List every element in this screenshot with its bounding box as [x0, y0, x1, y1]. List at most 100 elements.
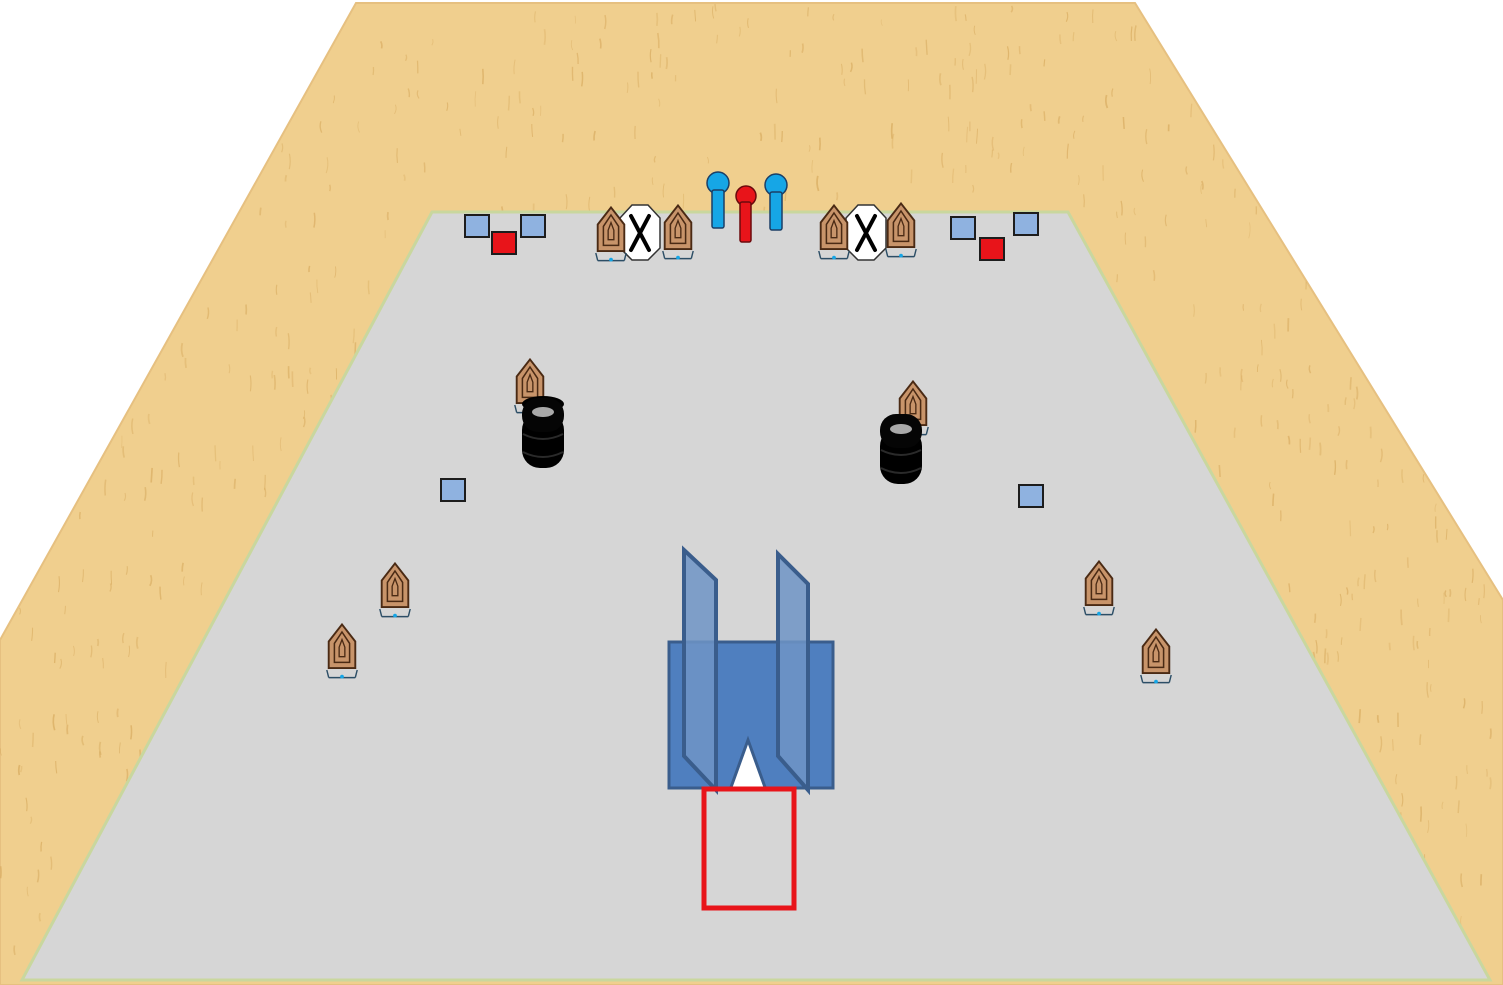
berm-texture-stroke: [1273, 494, 1274, 506]
berm-texture-stroke: [1044, 111, 1045, 121]
berm-texture-stroke: [1448, 609, 1449, 623]
berm-texture-stroke: [368, 281, 369, 295]
berm-texture-stroke: [1131, 27, 1132, 41]
berm-texture-stroke: [1010, 64, 1011, 75]
berm-texture-stroke: [837, 192, 838, 200]
berm-texture-stroke: [544, 29, 545, 45]
berm-texture-stroke: [1490, 729, 1491, 739]
berm-texture-stroke: [1195, 420, 1196, 433]
berm-texture-stroke: [862, 49, 863, 63]
steel-plate-blue-back-right-2[interactable]: [1014, 213, 1038, 235]
steel-plate-blue-back-left-2[interactable]: [521, 215, 545, 237]
berm-texture-stroke: [955, 6, 956, 21]
berm-texture-stroke: [131, 725, 132, 739]
barrel-stack-right[interactable]: [880, 414, 922, 484]
berm-texture-stroke: [1044, 59, 1045, 66]
berm-texture-stroke: [519, 91, 520, 103]
berm-texture-stroke: [1350, 521, 1351, 537]
berm-texture-stroke: [582, 72, 583, 87]
berm-texture-stroke: [111, 571, 112, 585]
berm-texture-stroke: [911, 170, 912, 184]
berm-texture-stroke: [1261, 415, 1262, 426]
no-shoot-target-right[interactable]: [846, 205, 886, 260]
berm-texture-stroke: [39, 913, 40, 921]
berm-texture-stroke: [285, 175, 286, 181]
berm-texture-stroke: [1456, 776, 1457, 789]
berm-texture-stroke: [1359, 709, 1360, 723]
berm-texture-stroke: [51, 857, 52, 870]
berm-texture-stroke: [33, 733, 34, 747]
berm-texture-stroke: [1421, 807, 1422, 822]
berm-texture-stroke: [137, 637, 138, 649]
berm-texture-stroke: [1350, 377, 1351, 390]
berm-texture-stroke: [760, 133, 761, 141]
no-shoot-target-left[interactable]: [620, 205, 660, 260]
berm-texture-stroke: [638, 72, 639, 88]
berm-texture-stroke: [892, 123, 893, 139]
berm-texture-stroke: [1393, 739, 1394, 751]
berm-texture-stroke: [1092, 9, 1093, 23]
berm-texture-stroke: [1413, 636, 1414, 650]
berm-texture-stroke: [276, 285, 277, 295]
berm-texture-stroke: [614, 187, 615, 198]
steel-plate-blue-mid-right[interactable]: [1019, 485, 1043, 507]
berm-texture-stroke: [1327, 653, 1328, 665]
berm-texture-stroke: [151, 468, 152, 483]
steel-plate-blue-mid-left[interactable]: [441, 479, 465, 501]
berm-texture-stroke: [1320, 443, 1321, 456]
berm-texture-stroke: [1358, 578, 1359, 587]
berm-texture-stroke: [916, 47, 917, 56]
berm-texture-stroke: [1479, 598, 1480, 605]
berm-texture-stroke: [1123, 117, 1124, 129]
berm-texture-stroke: [41, 842, 42, 852]
berm-texture-stroke: [330, 185, 331, 191]
berm-texture-stroke: [165, 373, 166, 380]
berm-texture-stroke: [1315, 614, 1316, 623]
steel-plate-red-back-right[interactable]: [980, 238, 1004, 260]
berm-texture-stroke: [1420, 734, 1421, 745]
berm-texture-stroke: [563, 134, 564, 142]
berm-texture-stroke: [397, 148, 398, 163]
steel-plate-red-back-left[interactable]: [492, 232, 516, 254]
berm-texture-stroke: [1360, 618, 1361, 631]
berm-texture-stroke: [782, 131, 783, 142]
berm-texture-stroke: [215, 445, 216, 461]
berm-texture-stroke: [98, 639, 99, 646]
berm-texture-stroke: [1021, 119, 1022, 128]
berm-texture-stroke: [926, 40, 927, 55]
berm-texture-stroke: [1401, 610, 1402, 626]
berm-texture-stroke: [182, 563, 183, 572]
berm-texture-stroke: [117, 709, 118, 718]
berm-texture-stroke: [1484, 584, 1485, 598]
berm-texture-stroke: [260, 208, 261, 216]
berm-texture-stroke: [1234, 428, 1235, 438]
berm-texture-stroke: [286, 221, 287, 228]
berm-texture-stroke: [276, 327, 277, 336]
barrel-stack-left[interactable]: [522, 396, 564, 468]
berm-texture-stroke: [1117, 274, 1118, 282]
berm-texture-stroke: [105, 480, 106, 496]
steel-plate-blue-back-left-1[interactable]: [465, 215, 489, 237]
berm-texture-stroke: [1309, 438, 1310, 450]
berm-texture-stroke: [1357, 387, 1358, 400]
berm-texture-stroke: [1326, 629, 1327, 638]
berm-texture-stroke: [1325, 648, 1326, 663]
berm-texture-stroke: [309, 266, 310, 272]
berm-texture-stroke: [55, 653, 56, 663]
berm-texture-stroke: [1482, 701, 1483, 714]
berm-texture-stroke: [802, 44, 803, 53]
berm-texture-stroke: [272, 371, 273, 379]
berm-texture-stroke: [1220, 367, 1221, 376]
berm-texture-stroke: [1417, 641, 1418, 649]
berm-texture-stroke: [509, 96, 510, 111]
berm-texture-stroke: [1390, 643, 1391, 651]
berm-texture-stroke: [1490, 777, 1491, 789]
berm-texture-stroke: [14, 946, 15, 955]
berm-texture-stroke: [666, 57, 667, 69]
berm-texture-stroke: [1277, 420, 1278, 429]
berm-texture-stroke: [1341, 637, 1342, 645]
berm-texture-stroke: [166, 662, 167, 678]
steel-plate-blue-back-right-1[interactable]: [951, 217, 975, 239]
berm-texture-stroke: [235, 479, 236, 489]
berm-texture-stroke: [1219, 465, 1220, 477]
